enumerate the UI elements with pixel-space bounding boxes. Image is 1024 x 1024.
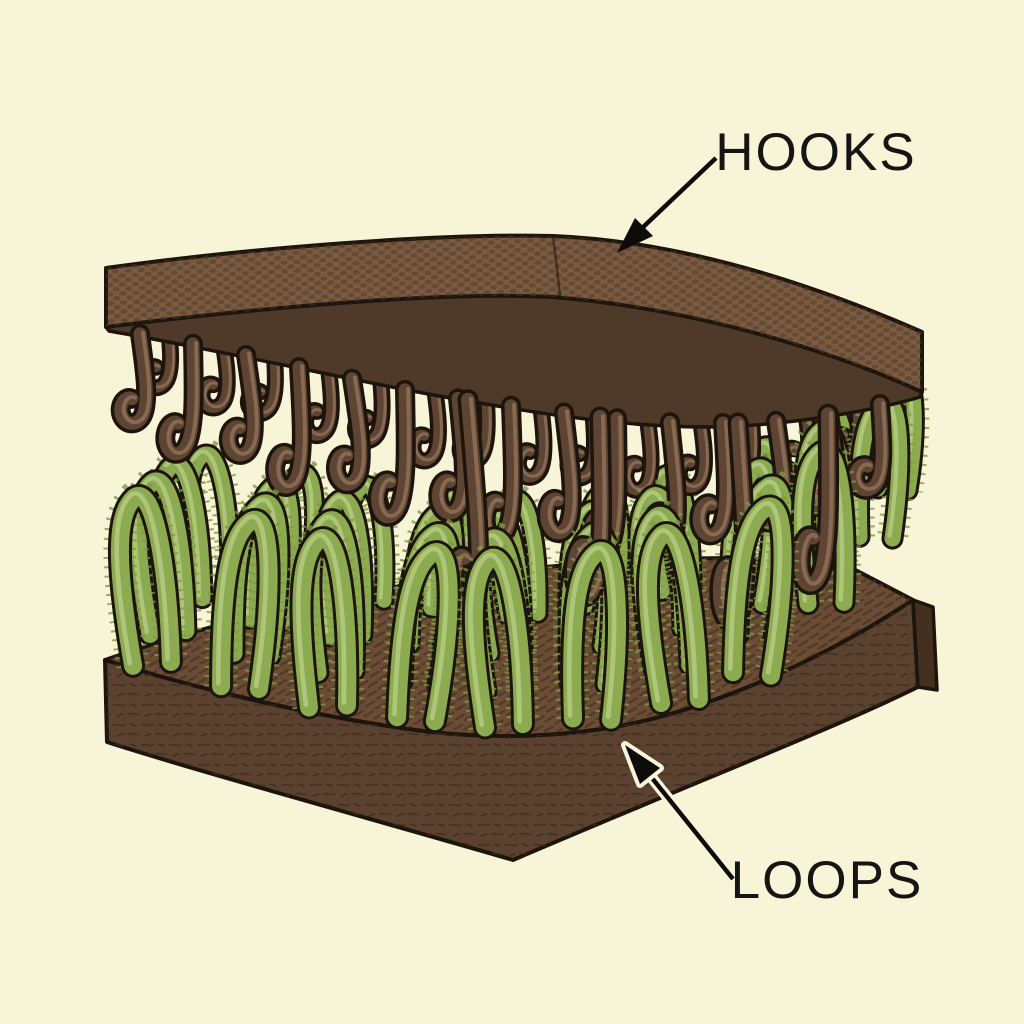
hooks-callout: HOOKS (617, 123, 916, 253)
hook (110, 323, 157, 434)
hook (536, 402, 582, 543)
hook (367, 379, 416, 527)
hooks-arrow-shaft (638, 156, 718, 232)
hook (689, 413, 736, 546)
upper-strip-texture (106, 235, 922, 392)
hook (265, 357, 312, 497)
hook (155, 333, 204, 464)
loops-arrow-head (621, 741, 664, 788)
loop (204, 503, 286, 701)
upper-strip (104, 233, 924, 429)
loop (716, 490, 800, 688)
upper-strip-crease (551, 237, 562, 297)
loop (380, 535, 466, 734)
lower-strip-front-texture (105, 600, 918, 860)
hook (193, 314, 236, 417)
hook (218, 344, 264, 465)
loop (285, 522, 364, 720)
hooks-label: HOOKS (715, 123, 916, 182)
hook (325, 368, 371, 495)
hook (845, 394, 893, 500)
loop (457, 541, 540, 740)
loops-label: LOOPS (731, 851, 924, 910)
loop (555, 534, 634, 732)
lower-strip-side-face (911, 598, 939, 692)
loops-row-front (103, 480, 800, 740)
loop (631, 517, 716, 715)
loop (103, 480, 188, 678)
hook (789, 403, 840, 595)
hooks-arrow-head (617, 218, 653, 253)
loops-callout: LOOPS (621, 741, 924, 910)
loops-arrow-shaft (650, 776, 735, 881)
